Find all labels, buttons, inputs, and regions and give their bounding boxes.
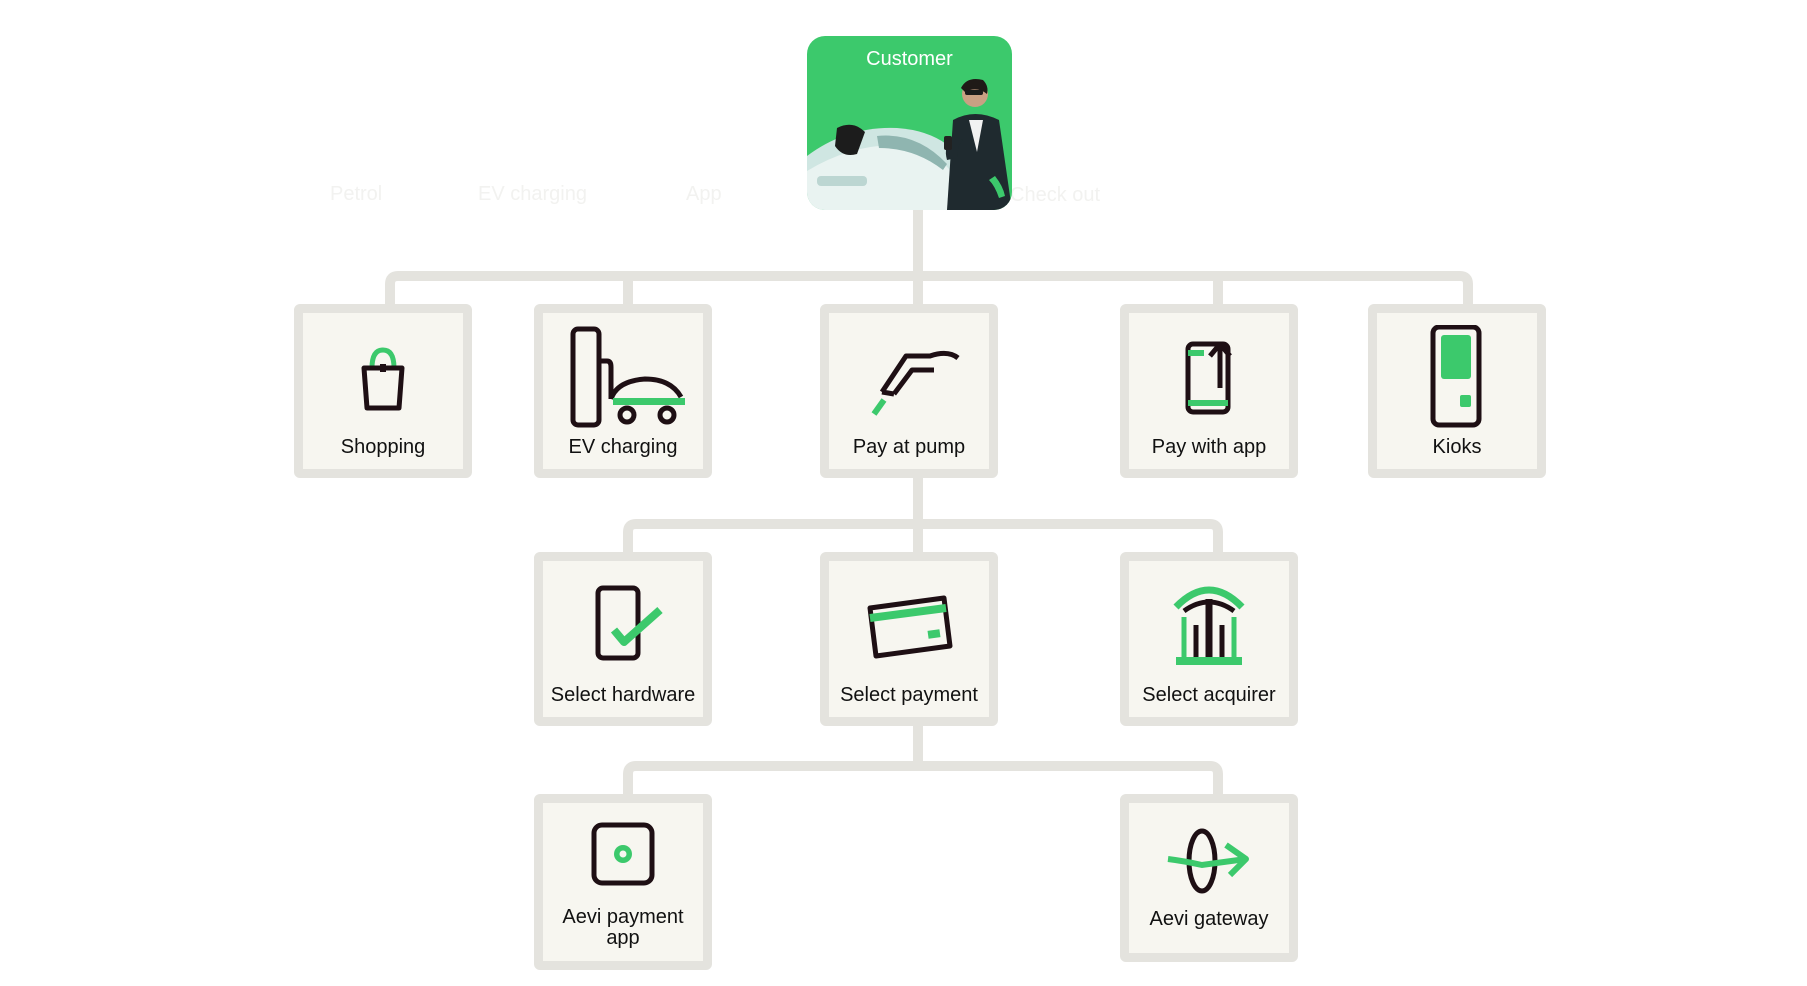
tablet-check-icon: [543, 577, 703, 673]
node-ev-charging[interactable]: EV charging: [534, 304, 712, 478]
fuel-nozzle-icon: [829, 329, 989, 425]
bank-icon: [1129, 577, 1289, 673]
node-select-acquirer[interactable]: Select acquirer: [1120, 552, 1298, 726]
node-pay-with-app-label: Pay with app: [1151, 436, 1267, 458]
ghost-label-app: App: [686, 183, 722, 205]
kiosk-icon: [1377, 325, 1537, 428]
ev-charging-icon: [543, 326, 703, 428]
customer-node[interactable]: Customer: [807, 36, 1012, 210]
node-aevi-payment-app[interactable]: Aevi payment app: [534, 794, 712, 970]
node-aevi-payment-app-label: Aevi payment app: [562, 906, 684, 949]
node-aevi-gateway[interactable]: Aevi gateway: [1120, 794, 1298, 962]
node-kioks-label: Kioks: [1432, 436, 1482, 458]
phone-app-icon: [1129, 329, 1289, 425]
node-shopping[interactable]: Shopping: [294, 304, 472, 478]
node-select-acquirer-label: Select acquirer: [1142, 684, 1276, 706]
gateway-icon: [1129, 817, 1289, 903]
customer-photo: [807, 79, 1012, 210]
node-select-hardware-label: Select hardware: [550, 684, 696, 706]
node-shopping-label: Shopping: [340, 436, 426, 458]
shopping-bag-icon: [303, 329, 463, 425]
node-kioks[interactable]: Kioks: [1368, 304, 1546, 478]
node-pay-at-pump[interactable]: Pay at pump: [820, 304, 998, 478]
node-select-payment[interactable]: Select payment: [820, 552, 998, 726]
connector-level3-bus: [623, 761, 1223, 803]
node-select-hardware[interactable]: Select hardware: [534, 552, 712, 726]
payment-card-icon: [829, 577, 989, 673]
node-ev-charging-label: EV charging: [568, 436, 678, 458]
payment-terminal-icon: [543, 817, 703, 897]
node-aevi-gateway-label: Aevi gateway: [1149, 908, 1269, 930]
connector-level1-bus: [385, 271, 1473, 311]
ghost-label-ev-charging: EV charging: [478, 183, 587, 205]
node-pay-at-pump-label: Pay at pump: [852, 436, 966, 458]
customer-label: Customer: [866, 48, 953, 70]
node-select-payment-label: Select payment: [840, 684, 978, 706]
ghost-label-check-out: Check out: [1010, 184, 1101, 206]
node-pay-with-app[interactable]: Pay with app: [1120, 304, 1298, 478]
ghost-label-petrol: Petrol: [330, 183, 383, 205]
